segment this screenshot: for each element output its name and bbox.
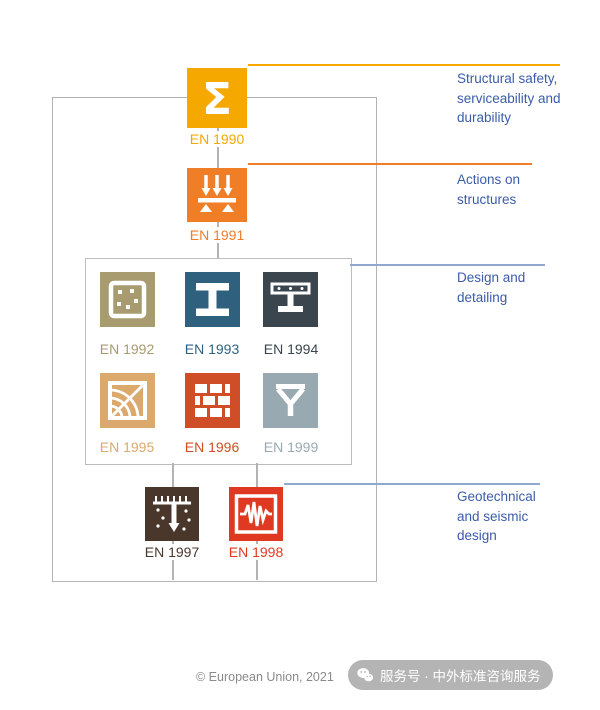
- annotation-geotechnical: Geotechnical and seismic design: [457, 489, 536, 544]
- node-en1994: [263, 272, 318, 327]
- node-label-en1995: EN 1995: [96, 439, 158, 455]
- callout-line-geotechnical: [284, 483, 540, 485]
- node-label-en1998: EN 1998: [225, 544, 287, 560]
- node-label-en1999: EN 1999: [260, 439, 322, 455]
- connector-en1997-frame: [172, 541, 174, 580]
- concrete-icon: [108, 280, 147, 319]
- callout-line-structural-safety: [248, 64, 560, 66]
- node-label-en1991: EN 1991: [186, 227, 248, 243]
- copyright-text: © European Union, 2021: [196, 670, 334, 684]
- geotechnical-icon: [153, 496, 191, 532]
- node-en1990: Σ: [187, 68, 247, 128]
- wechat-icon: [357, 668, 374, 682]
- node-en1996: [185, 373, 240, 428]
- annotation-actions: Actions on structures: [457, 172, 521, 207]
- sigma-icon: Σ: [202, 74, 232, 125]
- connector-group-en1998: [256, 463, 258, 487]
- connector-group-en1997: [172, 463, 174, 487]
- node-en1995: [100, 373, 155, 428]
- masonry-icon: [195, 384, 230, 417]
- node-en1991: [187, 168, 247, 222]
- seismic-icon: [234, 494, 278, 534]
- callout-line-design: [350, 264, 545, 266]
- steel-beam-icon: [196, 283, 229, 316]
- watermark-text: 服务号 · 中外标准咨询服务: [380, 669, 541, 684]
- annotation-design: Design and detailing: [457, 270, 526, 305]
- composite-icon: [270, 282, 311, 312]
- node-en1998: [229, 487, 283, 541]
- aluminium-icon: [276, 384, 305, 416]
- load-arrows-icon: [198, 175, 236, 212]
- connector-en1998-frame: [256, 541, 258, 580]
- watermark-badge: 服务号 · 中外标准咨询服务: [348, 660, 553, 690]
- node-en1993: [185, 272, 240, 327]
- annotation-structural-safety: Structural safety, serviceability and du…: [457, 71, 561, 126]
- node-label-en1992: EN 1992: [96, 341, 158, 357]
- node-en1992: [100, 272, 155, 327]
- node-label-en1996: EN 1996: [181, 439, 243, 455]
- timber-icon: [108, 381, 147, 420]
- callout-line-actions: [248, 163, 532, 165]
- node-label-en1990: EN 1990: [186, 131, 248, 147]
- connector-en1990-en1991: [217, 128, 219, 168]
- node-label-en1997: EN 1997: [141, 544, 203, 560]
- node-en1999: [263, 373, 318, 428]
- node-label-en1994: EN 1994: [260, 341, 322, 357]
- node-label-en1993: EN 1993: [181, 341, 243, 357]
- node-en1997: [145, 487, 199, 541]
- svg-text:Σ: Σ: [202, 74, 232, 125]
